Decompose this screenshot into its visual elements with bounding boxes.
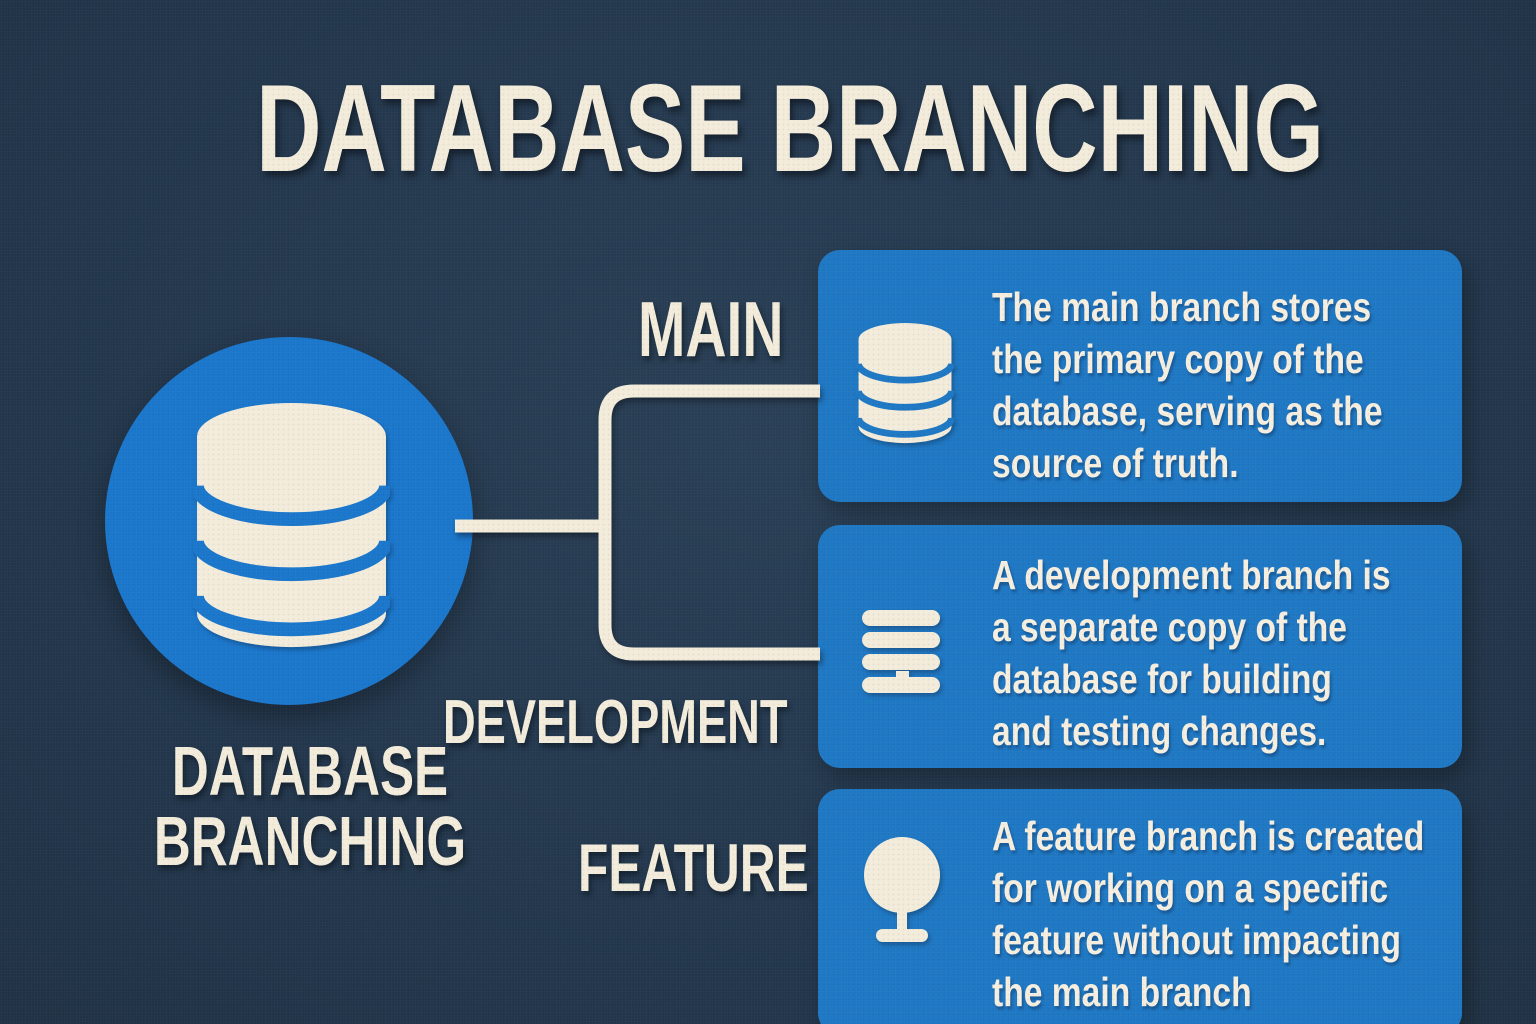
description-line: for working on a specific — [992, 865, 1389, 911]
description-line: the primary copy of the — [992, 336, 1364, 382]
page-title: DATABASE BRANCHING — [256, 60, 1324, 198]
description-line: A feature branch is created — [992, 813, 1425, 859]
description-line: a separate copy of the — [992, 604, 1348, 650]
description-line: A development branch is — [992, 552, 1391, 598]
description-line: feature without impacting — [992, 917, 1402, 963]
description-line: and testing changes. — [992, 708, 1327, 754]
hub-caption: DATABASE BRANCHING — [113, 736, 507, 876]
description-line: The main branch stores — [992, 284, 1372, 330]
development-branch-description: A development branch is a separate copy … — [992, 549, 1391, 757]
description-line: database, serving as the — [992, 388, 1383, 434]
database-icon — [856, 323, 954, 444]
description-line: the main branch — [992, 969, 1252, 1015]
feature-branch-description: A feature branch is created for working … — [992, 810, 1424, 1018]
branch-label-feature: FEATURE — [578, 830, 809, 906]
main-branch-description: The main branch stores the primary copy … — [992, 281, 1383, 489]
description-line: source of truth. — [992, 440, 1239, 486]
branch-label-main: MAIN — [638, 285, 784, 373]
database-icon — [193, 403, 390, 648]
hub-caption-line1: DATABASE — [171, 732, 449, 810]
stack-icon — [862, 610, 940, 693]
branch-label-development: DEVELOPMENT — [443, 688, 788, 757]
feature-node-icon — [864, 837, 940, 942]
feature-branch-card — [818, 789, 1462, 1024]
description-line: database for building — [992, 656, 1332, 702]
hub-caption-line2: BRANCHING — [153, 802, 467, 880]
database-hub-circle — [105, 337, 473, 705]
